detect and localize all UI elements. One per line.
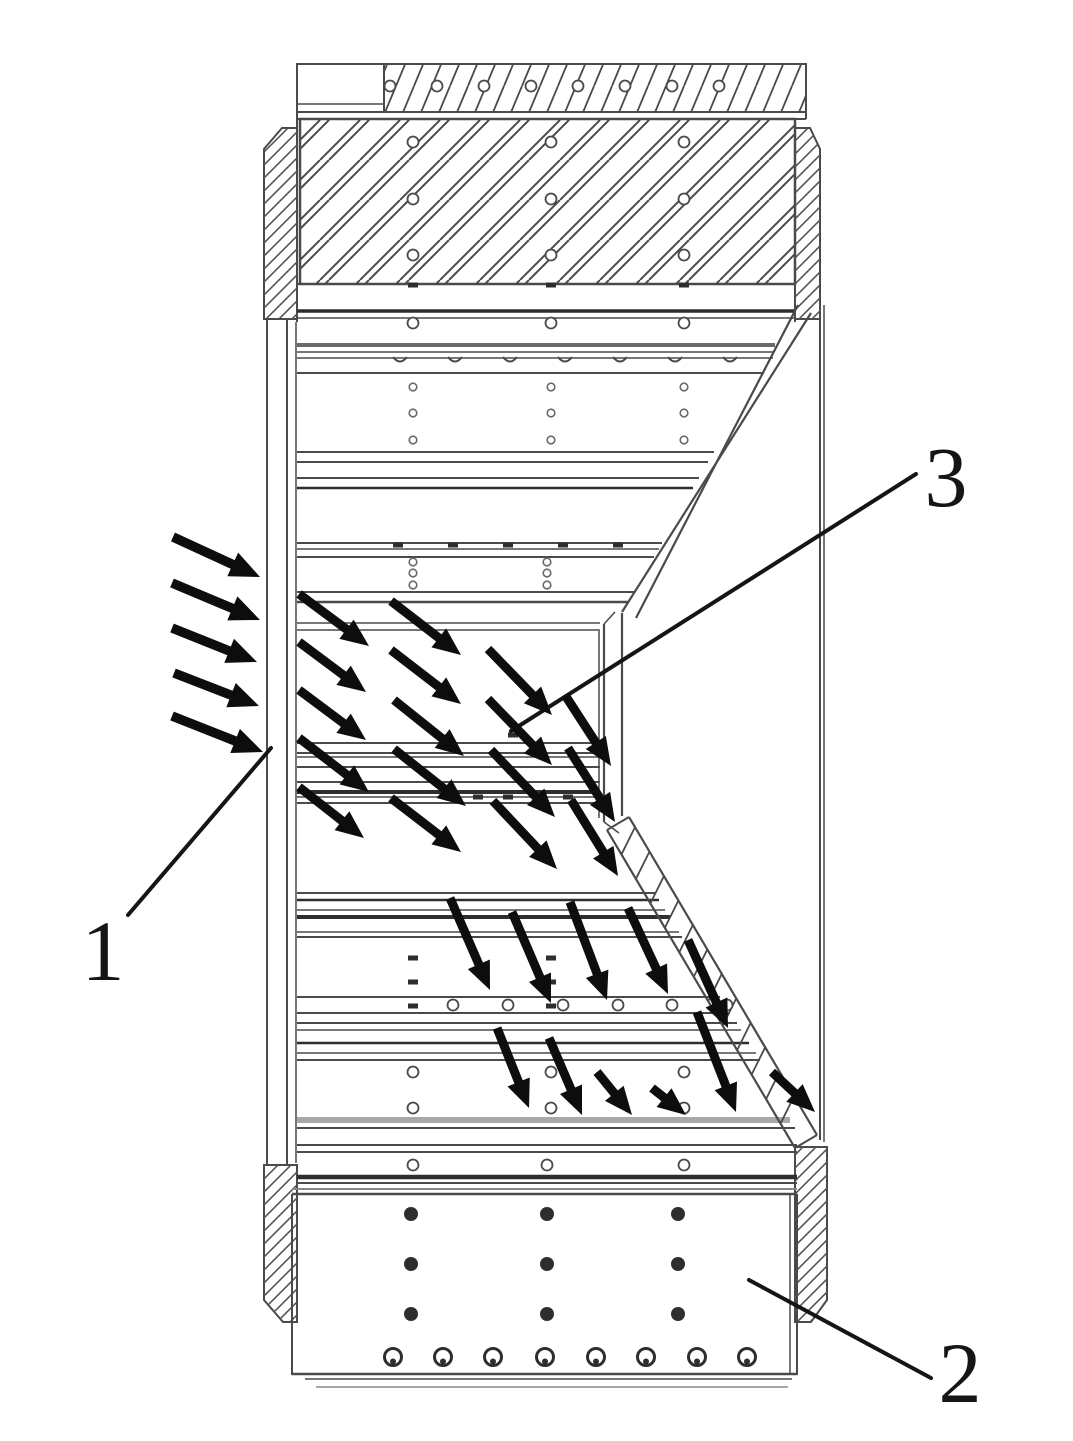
top-left-plate <box>296 63 385 113</box>
part-label-3: 3 <box>925 429 968 525</box>
leader-line-2 <box>747 1278 933 1380</box>
leader-line-3 <box>509 472 918 733</box>
part-labels: 1 2 3 <box>82 429 982 1421</box>
flow-arrows <box>170 532 815 1115</box>
clamp-ears <box>263 127 828 1323</box>
funnel-walls <box>598 304 812 834</box>
leader-lines <box>126 472 933 1380</box>
leader-line-1 <box>126 746 273 917</box>
bottom-panel <box>291 1188 798 1388</box>
louver-stack <box>297 283 797 1184</box>
part-label-1: 1 <box>82 903 125 999</box>
side-walls <box>266 305 825 1165</box>
fastener-holes <box>383 79 757 1367</box>
part-label-2: 2 <box>939 1325 982 1421</box>
top-strip-hatch <box>384 64 806 112</box>
